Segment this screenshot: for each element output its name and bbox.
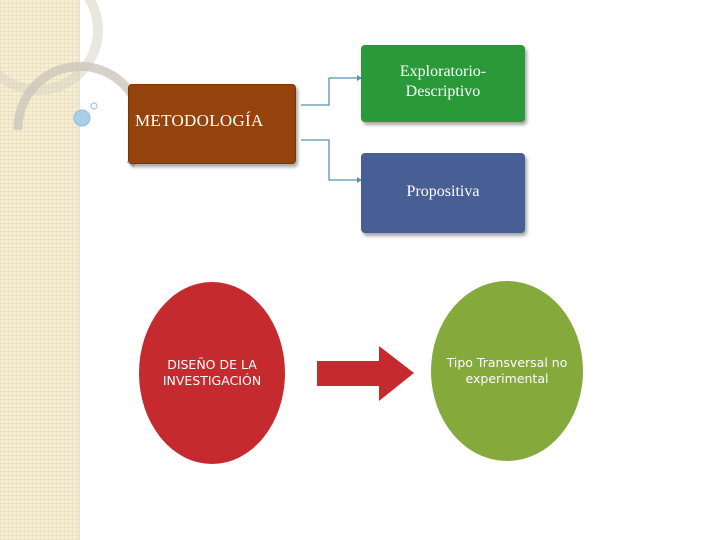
decor-ring-top <box>0 0 103 95</box>
decor-dot-large <box>73 109 91 127</box>
propositiva-box: Propositiva <box>361 153 525 233</box>
tipo-circle: Tipo Transversal no experimental <box>431 281 583 461</box>
side-strip-edge <box>78 0 80 540</box>
exploratorio-box: Exploratorio- Descriptivo <box>361 45 525 122</box>
metodologia-box: METODOLOGÍA <box>128 84 296 164</box>
metodologia-label: METODOLOGÍA <box>135 111 264 130</box>
tipo-label: Tipo Transversal no experimental <box>446 355 568 386</box>
propositiva-label: Propositiva <box>406 183 480 200</box>
diseno-label: DISEÑO DE LA INVESTIGACIÓN <box>162 357 262 388</box>
diseno-circle: DISEÑO DE LA INVESTIGACIÓN <box>139 282 285 464</box>
exploratorio-label: Exploratorio- Descriptivo <box>399 62 487 100</box>
decor-dot-small <box>90 102 98 110</box>
